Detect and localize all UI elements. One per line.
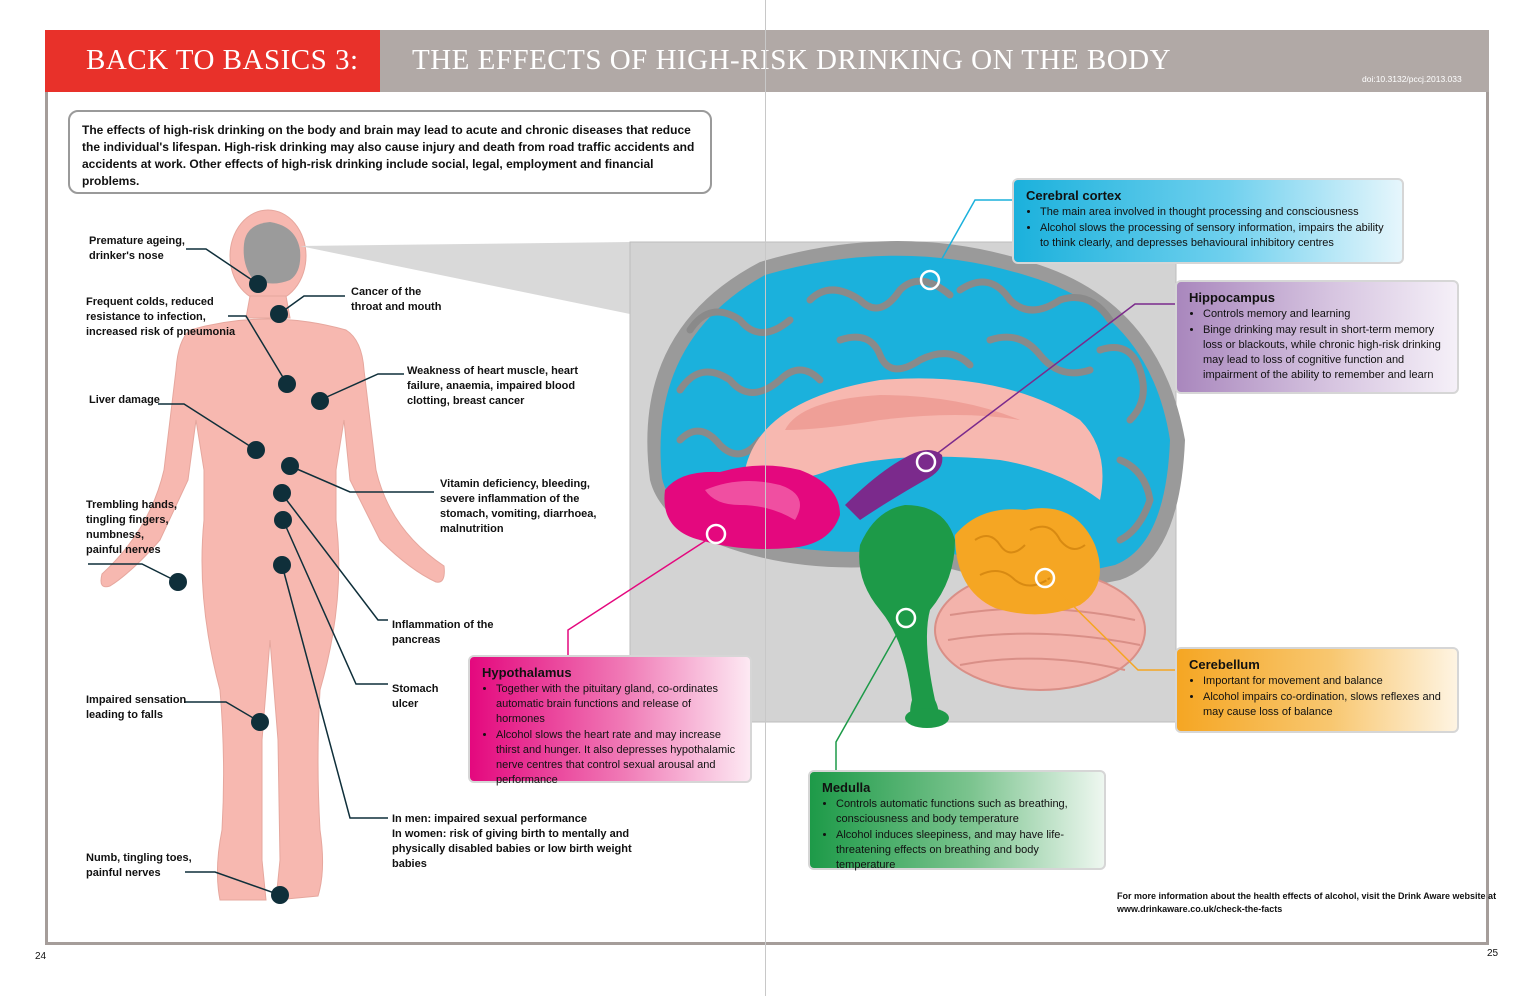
intro-box: The effects of high-risk drinking on the… [68, 110, 712, 194]
hippocampus-item: Binge drinking may result in short-term … [1203, 323, 1445, 383]
cerebellum-title: Cerebellum [1189, 657, 1260, 672]
torso-limbs-shape [100, 318, 445, 901]
cortex-folds [676, 277, 1154, 544]
dot-throat [270, 305, 288, 323]
cerebellum-item: Alcohol impairs co-ordination, slows ref… [1203, 690, 1445, 720]
label-sensation: Impaired sensation leading to falls [86, 694, 187, 721]
label-liver: Liver damage [89, 394, 160, 406]
cortex-item: The main area involved in thought proces… [1040, 205, 1390, 220]
label-sexual: In men: impaired sexual performance In w… [392, 813, 632, 870]
cerebellum-shape [955, 508, 1100, 615]
dot-knee [251, 713, 269, 731]
dot-stomach-upper [281, 457, 299, 475]
page-number-right: 25 [1487, 948, 1499, 959]
dot-pancreas [273, 484, 291, 502]
head-brain-icon [243, 222, 301, 284]
medulla-shape [859, 505, 955, 725]
brain-leader-lines [567, 199, 1175, 770]
medulla-item: Alcohol induces sleepiness, and may have… [836, 828, 1092, 873]
hypothalamus-item: Together with the pituitary gland, co-or… [496, 682, 738, 727]
medulla-base [905, 708, 949, 728]
hippocampus-title: Hippocampus [1189, 290, 1275, 305]
brain-rings [705, 269, 1056, 629]
label-pancreas: Inflammation of the pancreas [392, 619, 494, 646]
label-toes: Numb, tingling toes, painful nerves [86, 852, 192, 879]
ring-hypothalamus [705, 523, 727, 545]
dot-groin [273, 556, 291, 574]
page-spine [765, 0, 766, 996]
dot-lungs [278, 375, 296, 393]
body-leader-lines [88, 248, 434, 896]
cerebellum-item: Important for movement and balance [1203, 674, 1445, 689]
corpus-callosum-inner [785, 395, 1020, 430]
dot-hand [169, 573, 187, 591]
ring-cerebellum [1034, 567, 1056, 589]
medulla-item: Controls automatic functions such as bre… [836, 797, 1092, 827]
cortex-item: Alcohol slows the processing of sensory … [1040, 221, 1390, 251]
label-colds: Frequent colds, reduced resistance to in… [86, 296, 236, 338]
hypothalamus-title: Hypothalamus [482, 665, 572, 680]
hippocampus-box: Hippocampus Controls memory and learning… [1175, 280, 1459, 394]
series-title: BACK TO BASICS 3: [86, 44, 359, 76]
hypothalamus-shape [664, 465, 840, 549]
label-vitamin: Vitamin deficiency, bleeding, severe inf… [440, 478, 597, 535]
dot-foot [271, 886, 289, 904]
cortex-title: Cerebral cortex [1026, 188, 1122, 203]
label-throat: Cancer of the throat and mouth [351, 286, 442, 313]
zoom-wedge [300, 242, 630, 314]
hypothalamus-box: Hypothalamus Together with the pituitary… [468, 655, 752, 786]
dot-heart [311, 392, 329, 410]
ring-cortex [919, 269, 941, 291]
hypothalamus-inner [705, 481, 800, 520]
ring-medulla [895, 607, 917, 629]
header-red-block [45, 30, 380, 92]
dot-stomach [274, 511, 292, 529]
medulla-title: Medulla [822, 780, 871, 795]
label-hands: Trembling hands, tingling fingers, numbn… [86, 499, 178, 556]
ring-hippocampus [915, 451, 937, 473]
page-title: THE EFFECTS OF HIGH-RISK DRINKING ON THE… [412, 44, 1172, 76]
dot-liver [247, 441, 265, 459]
medulla-box: Medulla Controls automatic functions suc… [808, 770, 1106, 873]
label-stomach: Stomach ulcer [392, 683, 439, 710]
cerebellum-box: Cerebellum Important for movement and ba… [1175, 647, 1459, 733]
doi-text: doi:10.3132/pccj.2013.033 [1362, 74, 1462, 84]
brain [647, 241, 1185, 728]
label-ageing: Premature ageing, drinker's nose [89, 235, 185, 262]
cortex-box: Cerebral cortex The main area involved i… [1012, 178, 1404, 264]
footer-note: For more information about the health ef… [1117, 891, 1497, 914]
dot-nose [249, 275, 267, 293]
hypothalamus-item: Alcohol slows the heart rate and may inc… [496, 728, 738, 788]
page-number-left: 24 [35, 951, 47, 962]
body-dots [169, 275, 329, 904]
hippocampus-item: Controls memory and learning [1203, 307, 1445, 322]
label-heart: Weakness of heart muscle, heart failure,… [407, 365, 578, 407]
